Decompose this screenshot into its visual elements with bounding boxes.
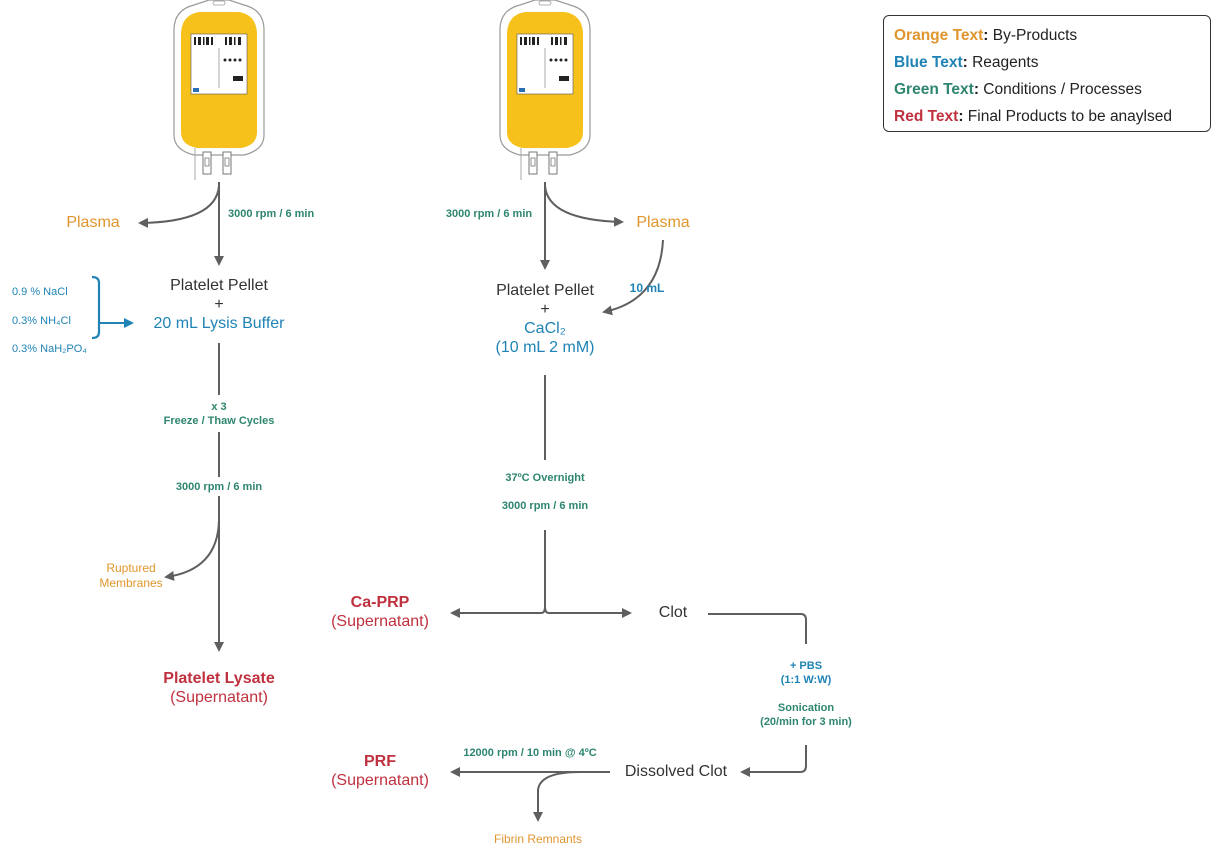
legend-desc: Final Products to be anaylsed	[967, 108, 1172, 125]
prf-sub: (Supernatant)	[331, 772, 429, 789]
arrow-left-to-membranes	[164, 519, 220, 581]
right-incubation: 37ºC Overnight	[505, 472, 585, 484]
legend-key: Orange Text	[894, 27, 984, 44]
buffer-bracket	[91, 275, 101, 340]
right-plus: +	[540, 301, 550, 318]
ca-prp: Ca-PRP	[350, 594, 410, 611]
right-cacl2: CaCl₂	[524, 320, 566, 337]
right-pellet: Platelet Pellet	[496, 282, 594, 299]
left-freeze-thaw: Freeze / Thaw Cycles	[163, 415, 275, 427]
buffer-component: 0.3% NaH₂PO₄	[12, 343, 87, 355]
arrow-plasma-to-cacl2	[602, 239, 664, 316]
right-plasma-volume: 10 mL	[629, 281, 665, 295]
clot: Clot	[658, 604, 688, 621]
left-centrifuge-1: 3000 rpm / 6 min	[228, 208, 315, 220]
legend-desc: Conditions / Processes	[983, 81, 1142, 98]
arrow-right-to-plasma	[544, 185, 624, 227]
buffer-component: 0.3% NH₄Cl	[12, 315, 71, 327]
legend-item-red: Red Text: Final Products to be anaylsed	[894, 108, 1172, 125]
arrow-left-to-plasma	[138, 185, 220, 228]
sonication-params: (20/min for 3 min)	[760, 716, 852, 728]
arrow-to-fibrin	[533, 771, 581, 822]
dissolved-clot: Dissolved Clot	[624, 763, 728, 780]
sonication: Sonication	[777, 702, 835, 714]
legend-key: Red Text	[894, 108, 959, 125]
left-membranes-line2: Membranes	[99, 576, 163, 590]
legend-desc: Reagents	[972, 54, 1039, 71]
left-lysate-sub: (Supernatant)	[170, 689, 268, 706]
pbs-ratio: (1:1 W:W)	[780, 674, 832, 686]
fibrin-remnants: Fibrin Remnants	[493, 832, 583, 846]
left-plus: +	[214, 296, 224, 313]
legend-desc: By-Products	[992, 27, 1078, 44]
ca-prp-sub: (Supernatant)	[331, 613, 429, 630]
left-plasma: Plasma	[66, 214, 120, 231]
right-centrifuge-3: 12000 rpm / 10 min @ 4ºC	[463, 747, 597, 759]
pbs: + PBS	[789, 660, 823, 672]
arrow-to-clot	[544, 606, 632, 618]
right-centrifuge-2: 3000 rpm / 6 min	[501, 500, 589, 512]
blood-bag-icon-left	[173, 0, 265, 181]
right-centrifuge-1: 3000 rpm / 6 min	[445, 208, 533, 220]
right-plasma: Plasma	[636, 214, 690, 231]
left-cycles-count: x 3	[211, 401, 227, 413]
legend-item-blue: Blue Text: Reagents	[894, 54, 1039, 71]
arrow-to-dissolved	[740, 745, 807, 777]
split-line	[450, 530, 546, 618]
buffer-component: 0.9 % NaCl	[12, 286, 68, 298]
legend-item-green: Green Text: Conditions / Processes	[894, 81, 1142, 98]
legend-key: Blue Text	[894, 54, 963, 71]
left-centrifuge-2: 3000 rpm / 6 min	[175, 481, 263, 493]
left-pellet: Platelet Pellet	[170, 277, 268, 294]
prf: PRF	[364, 753, 396, 770]
left-lysis-buffer: 20 mL Lysis Buffer	[153, 315, 285, 332]
legend-key: Green Text	[894, 81, 974, 98]
legend-box: Orange Text: By-Products Blue Text: Reag…	[883, 15, 1211, 132]
left-membranes-line1: Ruptured	[106, 561, 156, 575]
blood-bag-icon-right	[499, 0, 591, 181]
left-platelet-lysate: Platelet Lysate	[163, 670, 275, 687]
line-clot-right	[708, 613, 807, 644]
right-cacl2-sub: (10 mL 2 mM)	[495, 339, 595, 356]
legend-item-orange: Orange Text: By-Products	[894, 27, 1078, 44]
